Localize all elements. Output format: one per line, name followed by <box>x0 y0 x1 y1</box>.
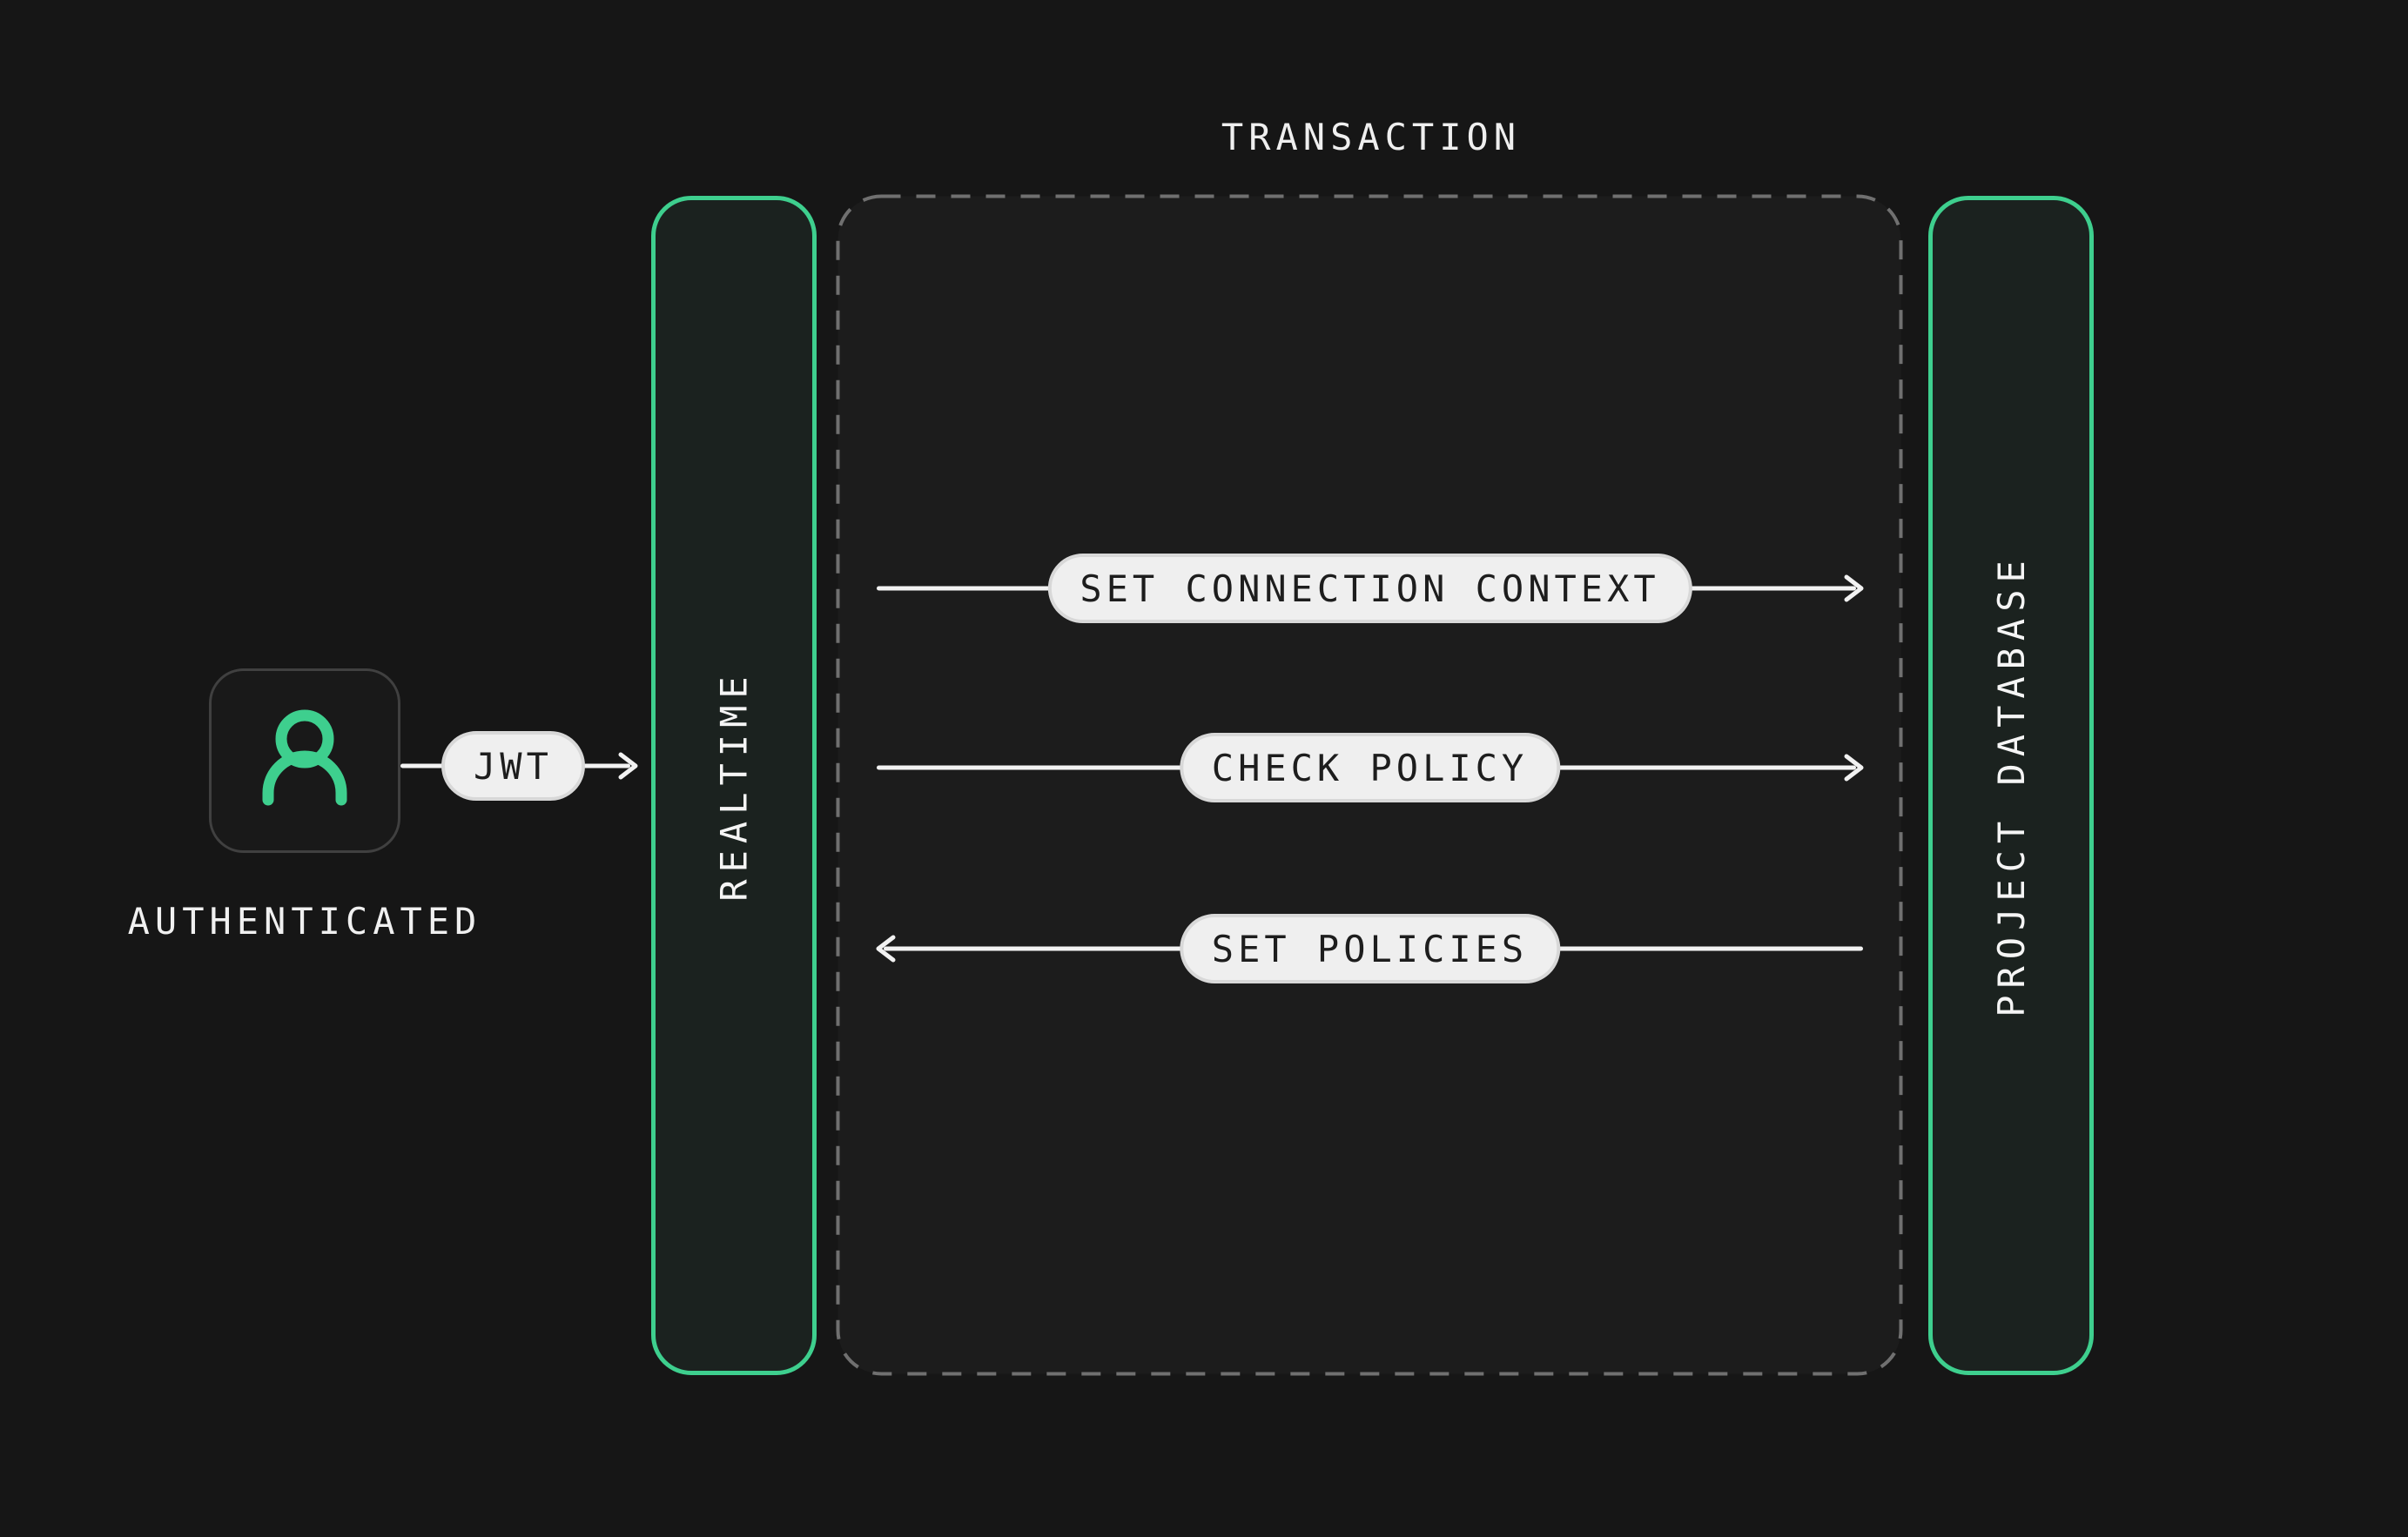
message-pill: SET CONNECTION CONTEXT <box>1047 554 1692 623</box>
transaction-title: TRANSACTION <box>1221 116 1522 158</box>
message-set-connection-context: SET CONNECTION CONTEXT <box>877 554 1864 623</box>
message-pill: CHECK POLICY <box>1179 733 1561 802</box>
arrowhead-right-icon <box>1844 574 1864 602</box>
project-database-lane-label: PROJECT DATABASE <box>1989 554 2033 1017</box>
arrowhead-right-icon <box>1844 754 1864 782</box>
arrowhead-right-icon <box>618 752 638 780</box>
message-check-policy: CHECK POLICY <box>877 733 1864 802</box>
realtime-lane-label: REALTIME <box>712 669 756 902</box>
authenticated-label: AUTHENTICATED <box>127 900 482 943</box>
jwt-pill: JWT <box>441 731 585 801</box>
arrowhead-left-icon <box>876 935 896 963</box>
jwt-connector: JWT <box>400 731 638 801</box>
user-icon <box>262 709 347 806</box>
authenticated-user-box <box>209 668 400 853</box>
message-pill: SET POLICIES <box>1179 914 1561 983</box>
project-database-lane: PROJECT DATABASE <box>1928 196 2094 1375</box>
realtime-lane: REALTIME <box>651 196 817 1375</box>
message-set-policies: SET POLICIES <box>876 914 1863 983</box>
